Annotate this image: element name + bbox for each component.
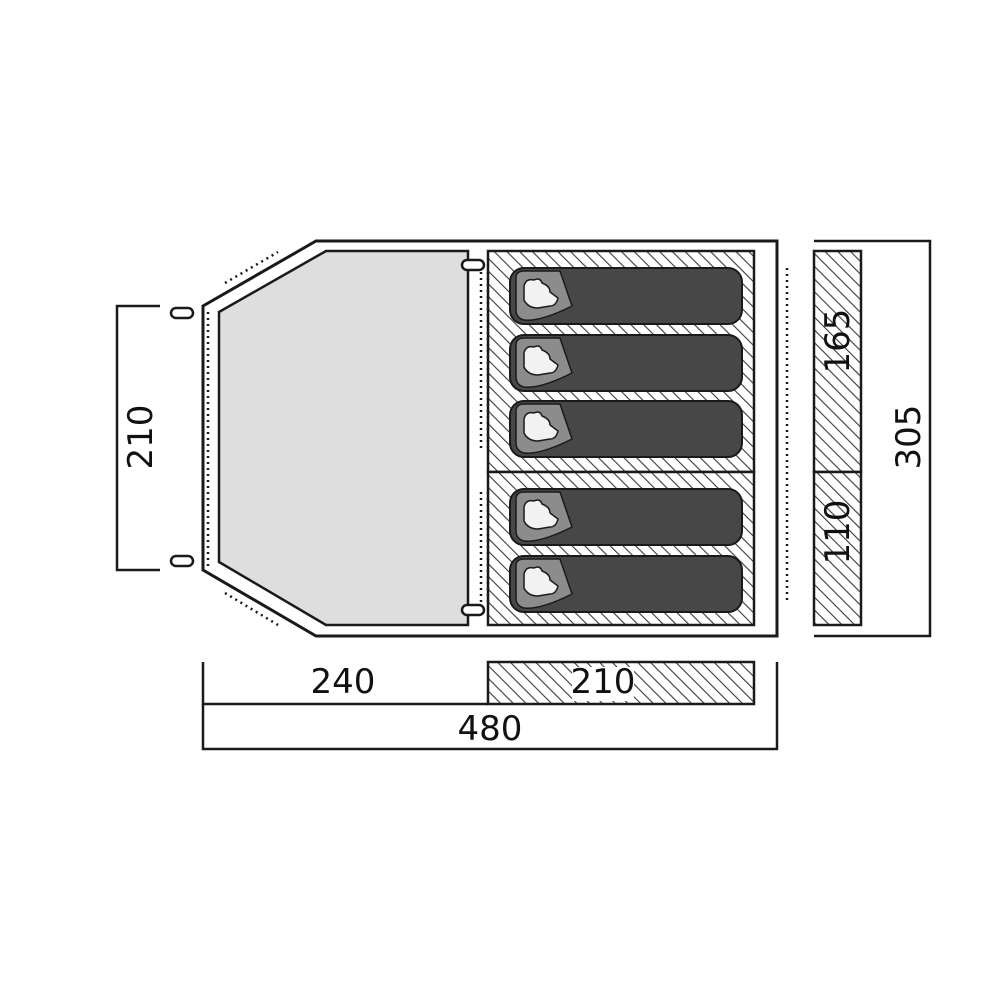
total-length-bracket [201,704,779,751]
sleeping-bag-icon [509,555,743,613]
bedroom-dim-bar-lower [812,470,863,627]
entrance-width-label: 210 [121,405,161,470]
bedroom-lower-label: 110 [818,500,858,565]
entrance-dimension-bracket [115,304,160,572]
living-area-floor [217,249,470,627]
bedroom-dim-bar-upper [812,249,863,474]
total-width-bracket [814,239,932,638]
sleeping-bag-icon [509,267,743,325]
zip-line [201,250,789,627]
bedroom-upper-label: 165 [818,309,858,374]
total-length-label: 480 [458,709,523,749]
sleeping-bag-icon [509,334,743,392]
bedroom-length-label-bg [572,667,634,701]
door-toggle-icon [169,258,486,617]
sleeping-bag-icon [509,400,743,458]
living-length-label: 240 [311,662,376,702]
bedroom-length-label: 210 [571,662,636,702]
sleeping-bag-icon [509,488,743,546]
total-width-label: 305 [889,405,929,470]
